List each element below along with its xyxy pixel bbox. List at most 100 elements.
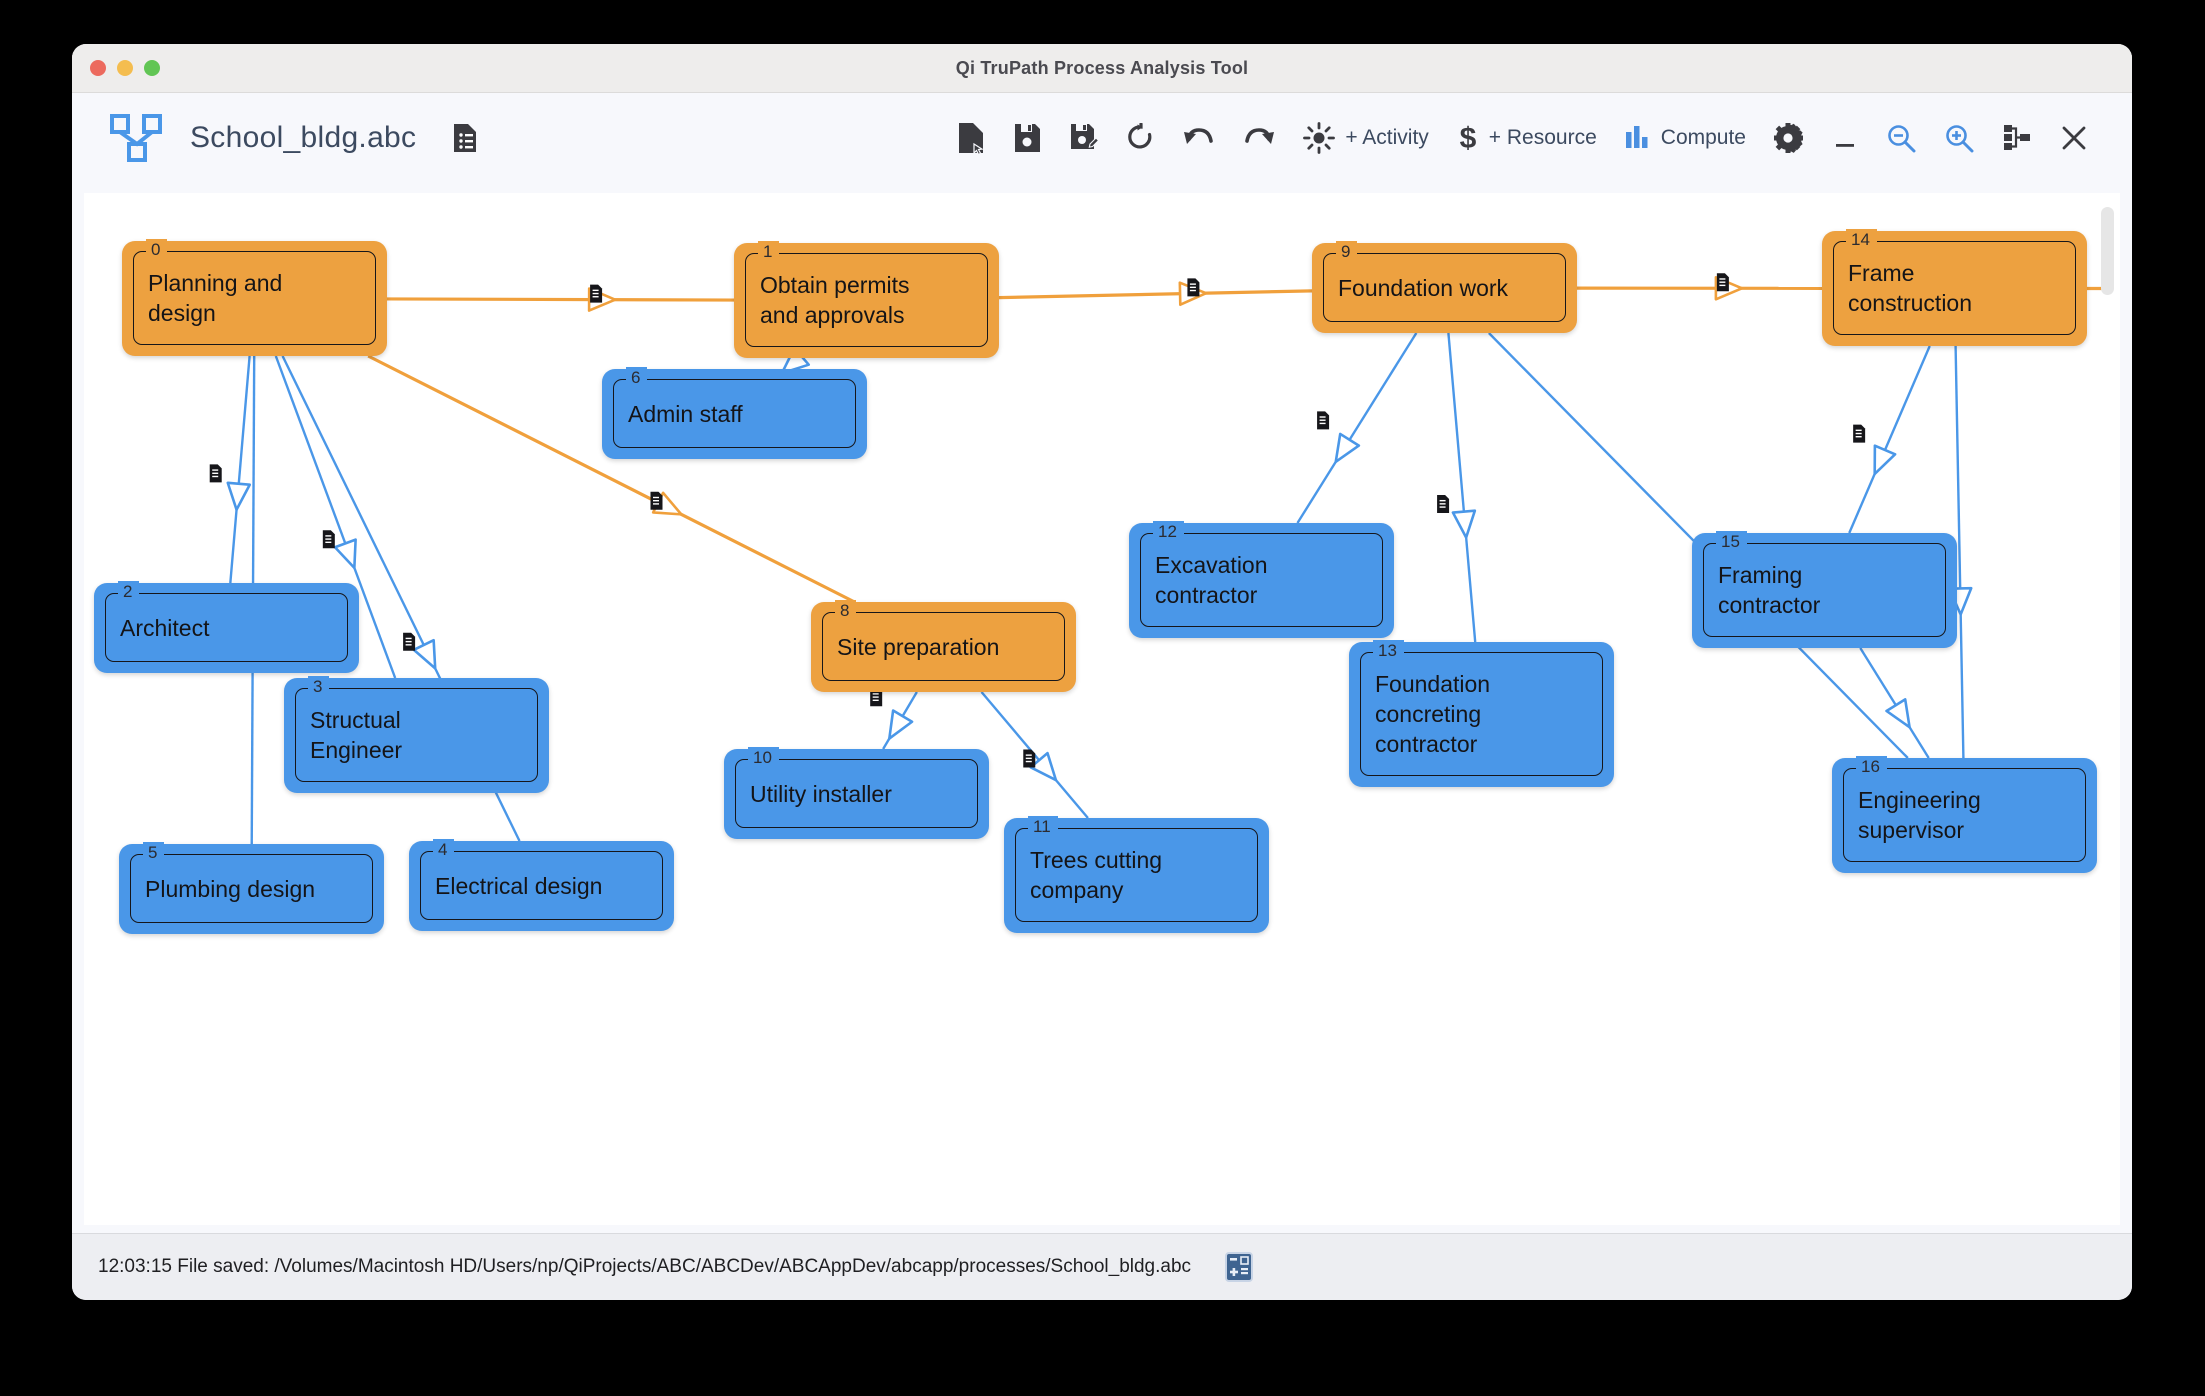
graph-edge-15-16[interactable] <box>1859 647 1930 759</box>
canvas-vertical-scrollbar[interactable] <box>2101 207 2114 295</box>
edge-arrow-marker <box>333 538 357 570</box>
node-label: Planning and design <box>148 270 283 326</box>
edge-document-icon[interactable] <box>1187 278 1200 297</box>
status-message: 12:03:15 File saved: /Volumes/Macintosh … <box>98 1256 1192 1277</box>
graph-edge-1-9[interactable] <box>998 289 1313 300</box>
maximize-window-button[interactable] <box>144 60 160 76</box>
node-label: Site preparation <box>837 633 1000 660</box>
node-number: 9 <box>1336 241 1358 263</box>
edge-arrow-marker <box>1885 698 1911 729</box>
add-activity-label: + Activity <box>1345 126 1429 149</box>
zoom-out-button[interactable] <box>1872 117 1930 159</box>
redo-button[interactable] <box>1229 118 1289 158</box>
edge-document-icon[interactable] <box>1023 749 1036 768</box>
node-label: Framing contractor <box>1718 562 1821 618</box>
edge-document-icon[interactable] <box>1853 424 1866 443</box>
save-file-button[interactable] <box>999 117 1055 159</box>
edge-arrow-marker <box>1451 509 1477 539</box>
toolbar-actions: + Activity $ + Resource Compute <box>943 116 2102 160</box>
calculator-icon[interactable] <box>1225 1252 1254 1282</box>
node-number: 6 <box>626 367 648 389</box>
graph-edge-0-2[interactable] <box>229 355 251 584</box>
node-number: 12 <box>1153 521 1184 543</box>
node-label: Obtain permits and approvals <box>760 272 910 328</box>
node-number: 2 <box>118 581 140 603</box>
edge-arrow-marker <box>226 481 252 511</box>
edge-document-icon[interactable] <box>1716 273 1729 292</box>
node-label: Plumbing design <box>145 875 316 902</box>
graph-edge-9-13[interactable] <box>1447 332 1477 643</box>
traffic-light-controls <box>90 60 160 76</box>
edge-document-icon[interactable] <box>650 491 663 510</box>
edge-document-icon[interactable] <box>870 688 883 707</box>
document-name[interactable]: School_bldg.abc <box>190 121 417 154</box>
brand-area: School_bldg.abc <box>110 114 478 162</box>
compute-button[interactable]: Compute <box>1611 119 1760 157</box>
minimize-app-button[interactable] <box>1818 119 1872 157</box>
node-label: Architect <box>120 614 210 641</box>
edge-document-icon[interactable] <box>322 530 335 549</box>
window-titlebar: Qi TruPath Process Analysis Tool <box>72 44 2132 93</box>
edge-document-icon[interactable] <box>1317 411 1330 430</box>
node-number: 5 <box>143 842 165 864</box>
zoom-in-button[interactable] <box>1930 117 1988 159</box>
node-label: Structual Engineer <box>310 707 403 763</box>
add-resource-button[interactable]: $ + Resource <box>1443 116 1611 160</box>
graph-edge-14-15[interactable] <box>1848 345 1931 534</box>
edge-arrow-marker <box>412 638 437 670</box>
node-label: Admin staff <box>628 400 743 427</box>
graph-edge-0-1[interactable] <box>386 297 735 302</box>
node-number: 11 <box>1028 816 1058 838</box>
edge-arrow-marker <box>888 709 914 740</box>
graph-edge-14-16[interactable] <box>1954 345 1965 759</box>
save-as-file-button[interactable] <box>1055 117 1113 159</box>
new-file-button[interactable] <box>943 116 999 160</box>
node-number: 10 <box>748 747 779 769</box>
graph-edge-0-8[interactable] <box>367 354 856 604</box>
graph-edge-0-3[interactable] <box>274 355 397 679</box>
close-app-button[interactable] <box>2046 118 2102 158</box>
graph-edges-layer <box>209 273 2104 845</box>
tree-layout-button[interactable] <box>1988 118 2046 158</box>
edge-document-icon[interactable] <box>403 632 416 651</box>
edge-document-icon[interactable] <box>1437 494 1450 513</box>
file-details-icon[interactable] <box>452 123 478 153</box>
refresh-button[interactable] <box>1113 117 1169 159</box>
add-activity-button[interactable]: + Activity <box>1289 116 1442 160</box>
settings-button[interactable] <box>1760 117 1818 159</box>
graph-edge-9-12[interactable] <box>1296 332 1418 524</box>
edge-document-icon[interactable] <box>590 284 603 303</box>
edge-document-icon[interactable] <box>209 464 222 483</box>
edge-arrow-marker <box>1029 751 1058 782</box>
node-number: 8 <box>835 600 857 622</box>
node-number: 16 <box>1856 756 1887 778</box>
undo-button[interactable] <box>1169 118 1229 158</box>
status-bar: 12:03:15 File saved: /Volumes/Macintosh … <box>72 1233 2132 1300</box>
close-window-button[interactable] <box>90 60 106 76</box>
minimize-window-button[interactable] <box>117 60 133 76</box>
